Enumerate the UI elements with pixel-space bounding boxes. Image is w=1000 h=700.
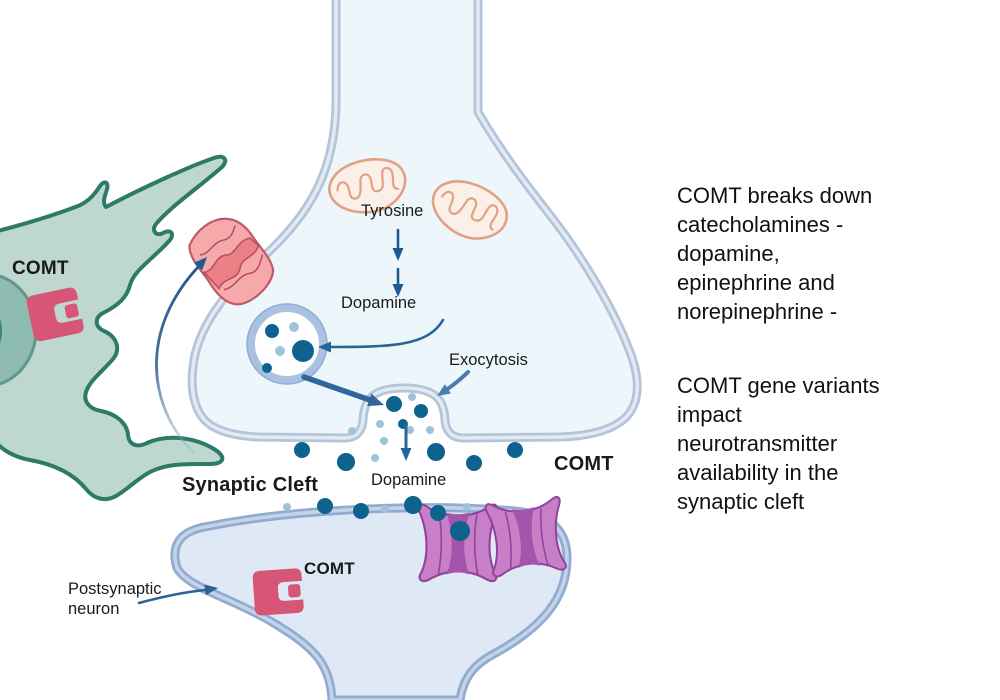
receptor-icon: [484, 496, 567, 578]
dopamine-molecule-icon: [292, 340, 314, 362]
arrow-vesicle-to-pocket: [301, 374, 373, 403]
side-paragraph-2: COMT gene variants impact neurotransmitt…: [677, 373, 880, 514]
comt-glial-label: COMT: [12, 258, 69, 279]
side-paragraph-1: COMT breaks down catecholamines - dopami…: [677, 183, 873, 324]
glial-nucleolus: [0, 318, 2, 344]
dopamine-presynaptic-label: Dopamine: [341, 294, 417, 312]
mitochondrion-icon: [431, 180, 509, 240]
synaptic-cleft-label: Synaptic Cleft: [182, 474, 319, 496]
arrows: [137, 228, 470, 605]
dopamine-cleft-label: Dopamine: [371, 471, 447, 489]
postsynaptic-membrane-inner: [173, 506, 569, 700]
arrow-dopamine-to-vesicle: [328, 318, 445, 349]
transporter-icon: [188, 217, 275, 306]
side-annotation: COMT breaks down catecholamines - dopami…: [677, 181, 992, 516]
mitochondrion-icon: [328, 158, 407, 214]
vesicle-icon: [246, 303, 328, 385]
dopamine-molecule-icon: [265, 324, 279, 338]
presynaptic-membrane-inner: [190, 0, 639, 440]
arrow-reuptake: [155, 263, 202, 455]
comt-enzyme-icon: [26, 287, 84, 342]
tyrosine-label: Tyrosine: [361, 202, 424, 220]
postsynaptic-neuron-label: Postsynaptic neuron: [68, 580, 162, 618]
comt-cleft-label: COMT: [554, 453, 614, 475]
comt-postsynaptic-label: COMT: [304, 559, 355, 578]
dopamine-molecule-icon: [289, 322, 299, 332]
exocytosis-label: Exocytosis: [449, 351, 528, 369]
dopamine-molecule-icon: [275, 346, 285, 356]
dopamine-molecule-icon: [262, 363, 272, 373]
arrow-postsynaptic-label: [137, 588, 207, 605]
glial-cell-body: [0, 154, 228, 502]
